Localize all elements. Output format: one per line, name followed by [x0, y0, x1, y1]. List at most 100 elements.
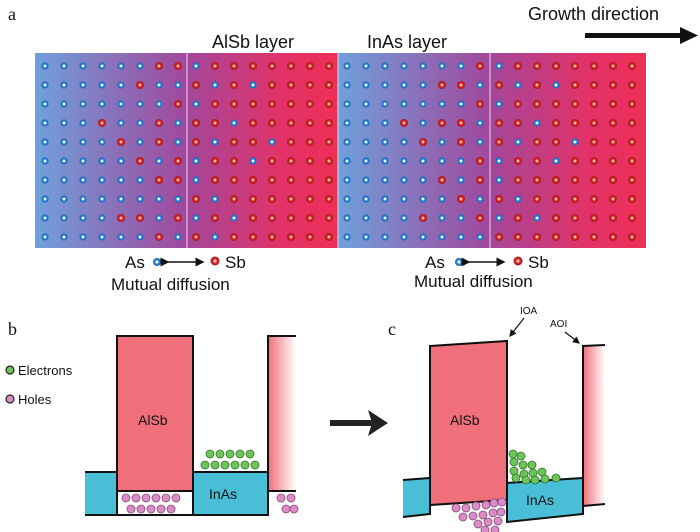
as-atom: [362, 100, 370, 108]
sb-atom: [514, 157, 522, 165]
as-atom: [174, 138, 182, 146]
sb-atom: [457, 119, 465, 127]
as-atom: [60, 214, 68, 222]
sb-atom: [514, 62, 522, 70]
as-atom: [117, 176, 125, 184]
electron: [235, 449, 245, 459]
sb-atom: [306, 214, 314, 222]
hole: [156, 504, 166, 514]
as-atom: [136, 62, 144, 70]
sb-atom: [400, 119, 408, 127]
sb-atom: [192, 81, 200, 89]
as-atom: [495, 157, 503, 165]
as-label: As: [425, 253, 445, 272]
sb-atom: [211, 100, 219, 108]
electron: [518, 460, 528, 470]
sb-atom: [495, 81, 503, 89]
as-atom: [381, 62, 389, 70]
sb-atom: [590, 176, 598, 184]
sb-atom: [155, 233, 163, 241]
mutual-diffusion-caption: Mutual diffusion: [414, 272, 533, 291]
sb-atom: [533, 81, 541, 89]
as-atom: [136, 119, 144, 127]
electron: [205, 449, 215, 459]
inas-region-2: [338, 53, 490, 248]
inas-region-1: [35, 53, 187, 248]
as-atom: [457, 176, 465, 184]
as-atom: [41, 138, 49, 146]
inas-well-left: [402, 476, 431, 518]
electron: [230, 460, 240, 470]
sb-atom: [192, 138, 200, 146]
sb-atom: [174, 176, 182, 184]
sb-atom: [192, 233, 200, 241]
sb-atom: [438, 81, 446, 89]
as-atom: [381, 176, 389, 184]
as-atom: [174, 195, 182, 203]
sb-atom: [457, 81, 465, 89]
sb-atom: [136, 157, 144, 165]
as-atom: [495, 214, 503, 222]
sb-atom: [287, 119, 295, 127]
sb-atom: [325, 138, 333, 146]
as-atom: [419, 119, 427, 127]
as-atom: [155, 195, 163, 203]
as-atom: [552, 157, 560, 165]
panel-c-label: c: [388, 319, 396, 339]
alsb-region-1: [187, 53, 338, 248]
electron: [527, 460, 537, 470]
sb-atom: [230, 81, 238, 89]
as-atom: [400, 81, 408, 89]
sb-atom: [306, 119, 314, 127]
band-diagram-c: AlSb InAs IOA AOI: [402, 306, 606, 532]
electron: [240, 460, 250, 470]
sb-atom: [268, 157, 276, 165]
as-atom: [268, 138, 276, 146]
sb-atom: [590, 81, 598, 89]
sb-atom: [628, 81, 636, 89]
sb-atom: [552, 62, 560, 70]
sb-atom: [457, 195, 465, 203]
alsb-layer-label: AlSb layer: [212, 32, 294, 52]
hole: [496, 507, 506, 517]
as-atom: [211, 233, 219, 241]
as-atom: [457, 62, 465, 70]
as-atom-icon: [153, 258, 161, 266]
sb-atom: [268, 233, 276, 241]
sb-atom: [249, 176, 257, 184]
sb-atom: [533, 62, 541, 70]
as-atom: [457, 214, 465, 222]
as-atom: [79, 138, 87, 146]
sb-atom: [287, 138, 295, 146]
as-atom: [400, 176, 408, 184]
as-atom: [117, 119, 125, 127]
as-atom: [79, 176, 87, 184]
sb-atom: [609, 138, 617, 146]
as-atom: [438, 195, 446, 203]
electron: [220, 460, 230, 470]
as-atom: [41, 233, 49, 241]
as-atom: [155, 157, 163, 165]
as-atom: [192, 176, 200, 184]
sb-atom: [117, 214, 125, 222]
growth-direction-arrow: [585, 27, 698, 44]
hole: [490, 525, 500, 532]
as-atom: [362, 195, 370, 203]
sb-atom: [249, 233, 257, 241]
as-atom: [249, 157, 257, 165]
as-atom: [60, 81, 68, 89]
sb-atom: [174, 214, 182, 222]
sb-atom: [268, 195, 276, 203]
alsb-barrier: [116, 335, 194, 492]
as-atom: [117, 195, 125, 203]
ioa-arrow: [509, 317, 525, 337]
as-atom: [400, 157, 408, 165]
sb-atom: [495, 119, 503, 127]
sb-atom: [514, 233, 522, 241]
growth-direction-label: Growth direction: [528, 4, 659, 24]
hole: [488, 508, 498, 518]
as-atom: [117, 81, 125, 89]
sb-label: Sb: [528, 253, 549, 272]
as-atom: [438, 157, 446, 165]
electron: [225, 449, 235, 459]
